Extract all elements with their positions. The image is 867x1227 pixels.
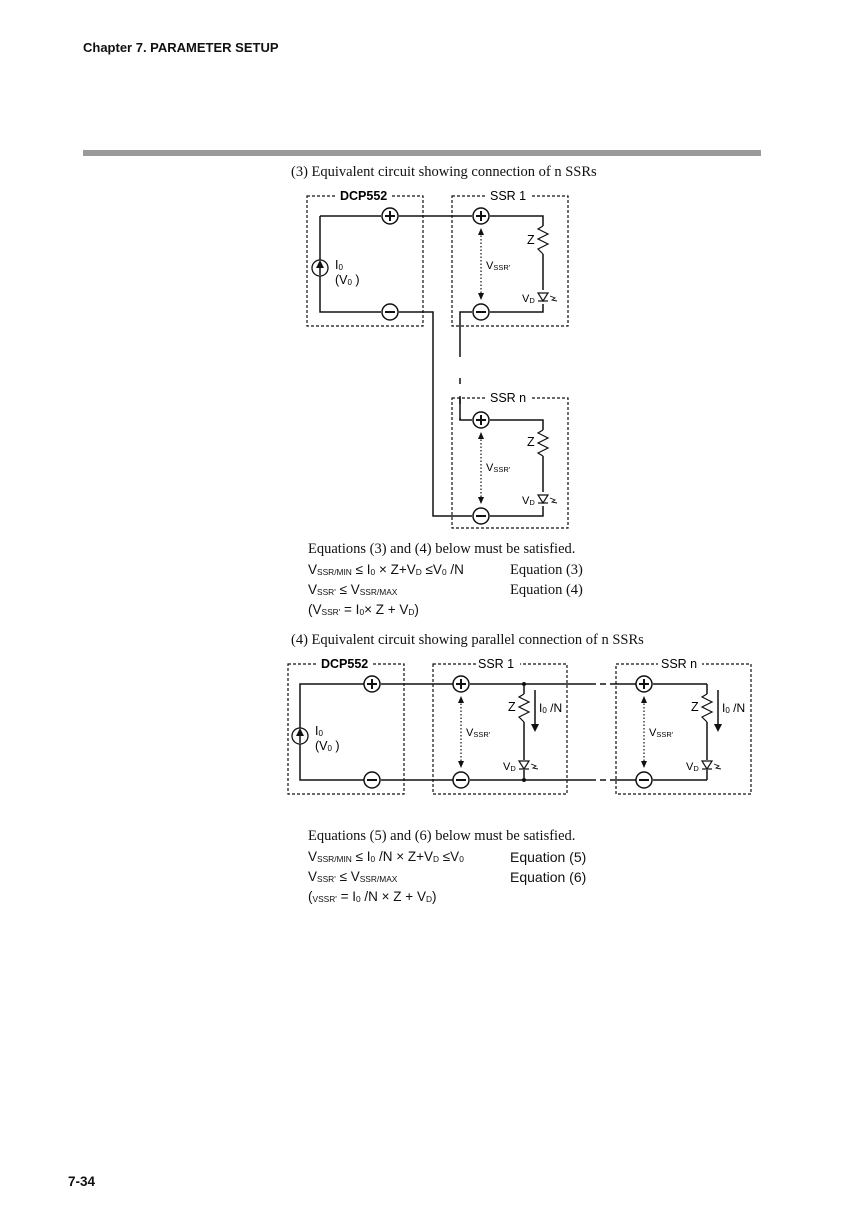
vssr-label-ssr1: VSSR': [466, 727, 491, 739]
parallel-circuit-diagram: DCP552 SSR 1 SSR n I0 (V0 ) Z Z I0 /N I0…: [287, 657, 752, 795]
equation-4-tag: Equation (4): [510, 582, 583, 598]
vd-label-1: VD: [522, 293, 535, 305]
branch-current-label-n: I0 /N: [722, 701, 745, 715]
ssr1-label: SSR 1: [490, 189, 526, 203]
current-source-label-parallel: I0: [315, 724, 323, 738]
vd-label-ssrn: VD: [686, 761, 699, 773]
equation-5-definition: (VSSR' = I0 /N × Z + VD): [308, 889, 437, 905]
ssrn-label-parallel: SSR n: [661, 657, 697, 671]
vd-label-n: VD: [522, 495, 535, 507]
impedance-label-ssr1: Z: [508, 700, 516, 714]
source-voltage-label-parallel: (V0 ): [315, 739, 340, 753]
series-circuit-diagram: DCP552 SSR 1 SSR n I0 (V0 ) Z Z VSSR' VS…: [306, 189, 569, 529]
section-3-intro: Equations (3) and (4) below must be sati…: [308, 541, 576, 557]
equation-6-tag: Equation (6): [510, 869, 587, 885]
vd-label-ssr1: VD: [503, 761, 516, 773]
equation-5-tag: Equation (5): [510, 849, 587, 865]
section-3-caption: (3) Equivalent circuit showing connectio…: [291, 164, 597, 180]
equation-6: VSSR' ≤ VSSR/MAX: [308, 869, 398, 885]
chapter-header: Chapter 7. PARAMETER SETUP: [83, 40, 279, 55]
current-source-label: I0: [335, 258, 343, 272]
ssr1-label-parallel: SSR 1: [478, 657, 514, 671]
vssr-label-ssrn: VSSR': [649, 727, 674, 739]
dcp552-label-parallel: DCP552: [321, 657, 368, 671]
impedance-label-ssrn: Z: [691, 700, 699, 714]
dcp552-label: DCP552: [340, 189, 387, 203]
source-voltage-label: (V0 ): [335, 273, 360, 287]
impedance-label-n: Z: [527, 435, 535, 449]
impedance-label-1: Z: [527, 233, 535, 247]
equation-5: VSSR/MIN ≤ I0 /N × Z+VD ≤V0: [308, 849, 464, 865]
section-4-intro: Equations (5) and (6) below must be sati…: [308, 828, 576, 844]
equation-3-tag: Equation (3): [510, 562, 583, 578]
page-number: 7-34: [68, 1174, 96, 1189]
vssr-label-n: VSSR': [486, 462, 511, 474]
equation-3-definition: (VSSR' = I0× Z + VD): [308, 602, 419, 618]
vssr-label-1: VSSR': [486, 260, 511, 272]
branch-current-label-1: I0 /N: [539, 701, 562, 715]
ssrn-label: SSR n: [490, 391, 526, 405]
section-4-caption: (4) Equivalent circuit showing parallel …: [291, 632, 644, 648]
equation-4: VSSR' ≤ VSSR/MAX: [308, 582, 398, 598]
ssrn-box: [451, 397, 569, 529]
equation-3: VSSR/MIN ≤ I0 × Z+VD ≤V0 /N: [308, 562, 464, 578]
header-rule: [83, 150, 761, 156]
